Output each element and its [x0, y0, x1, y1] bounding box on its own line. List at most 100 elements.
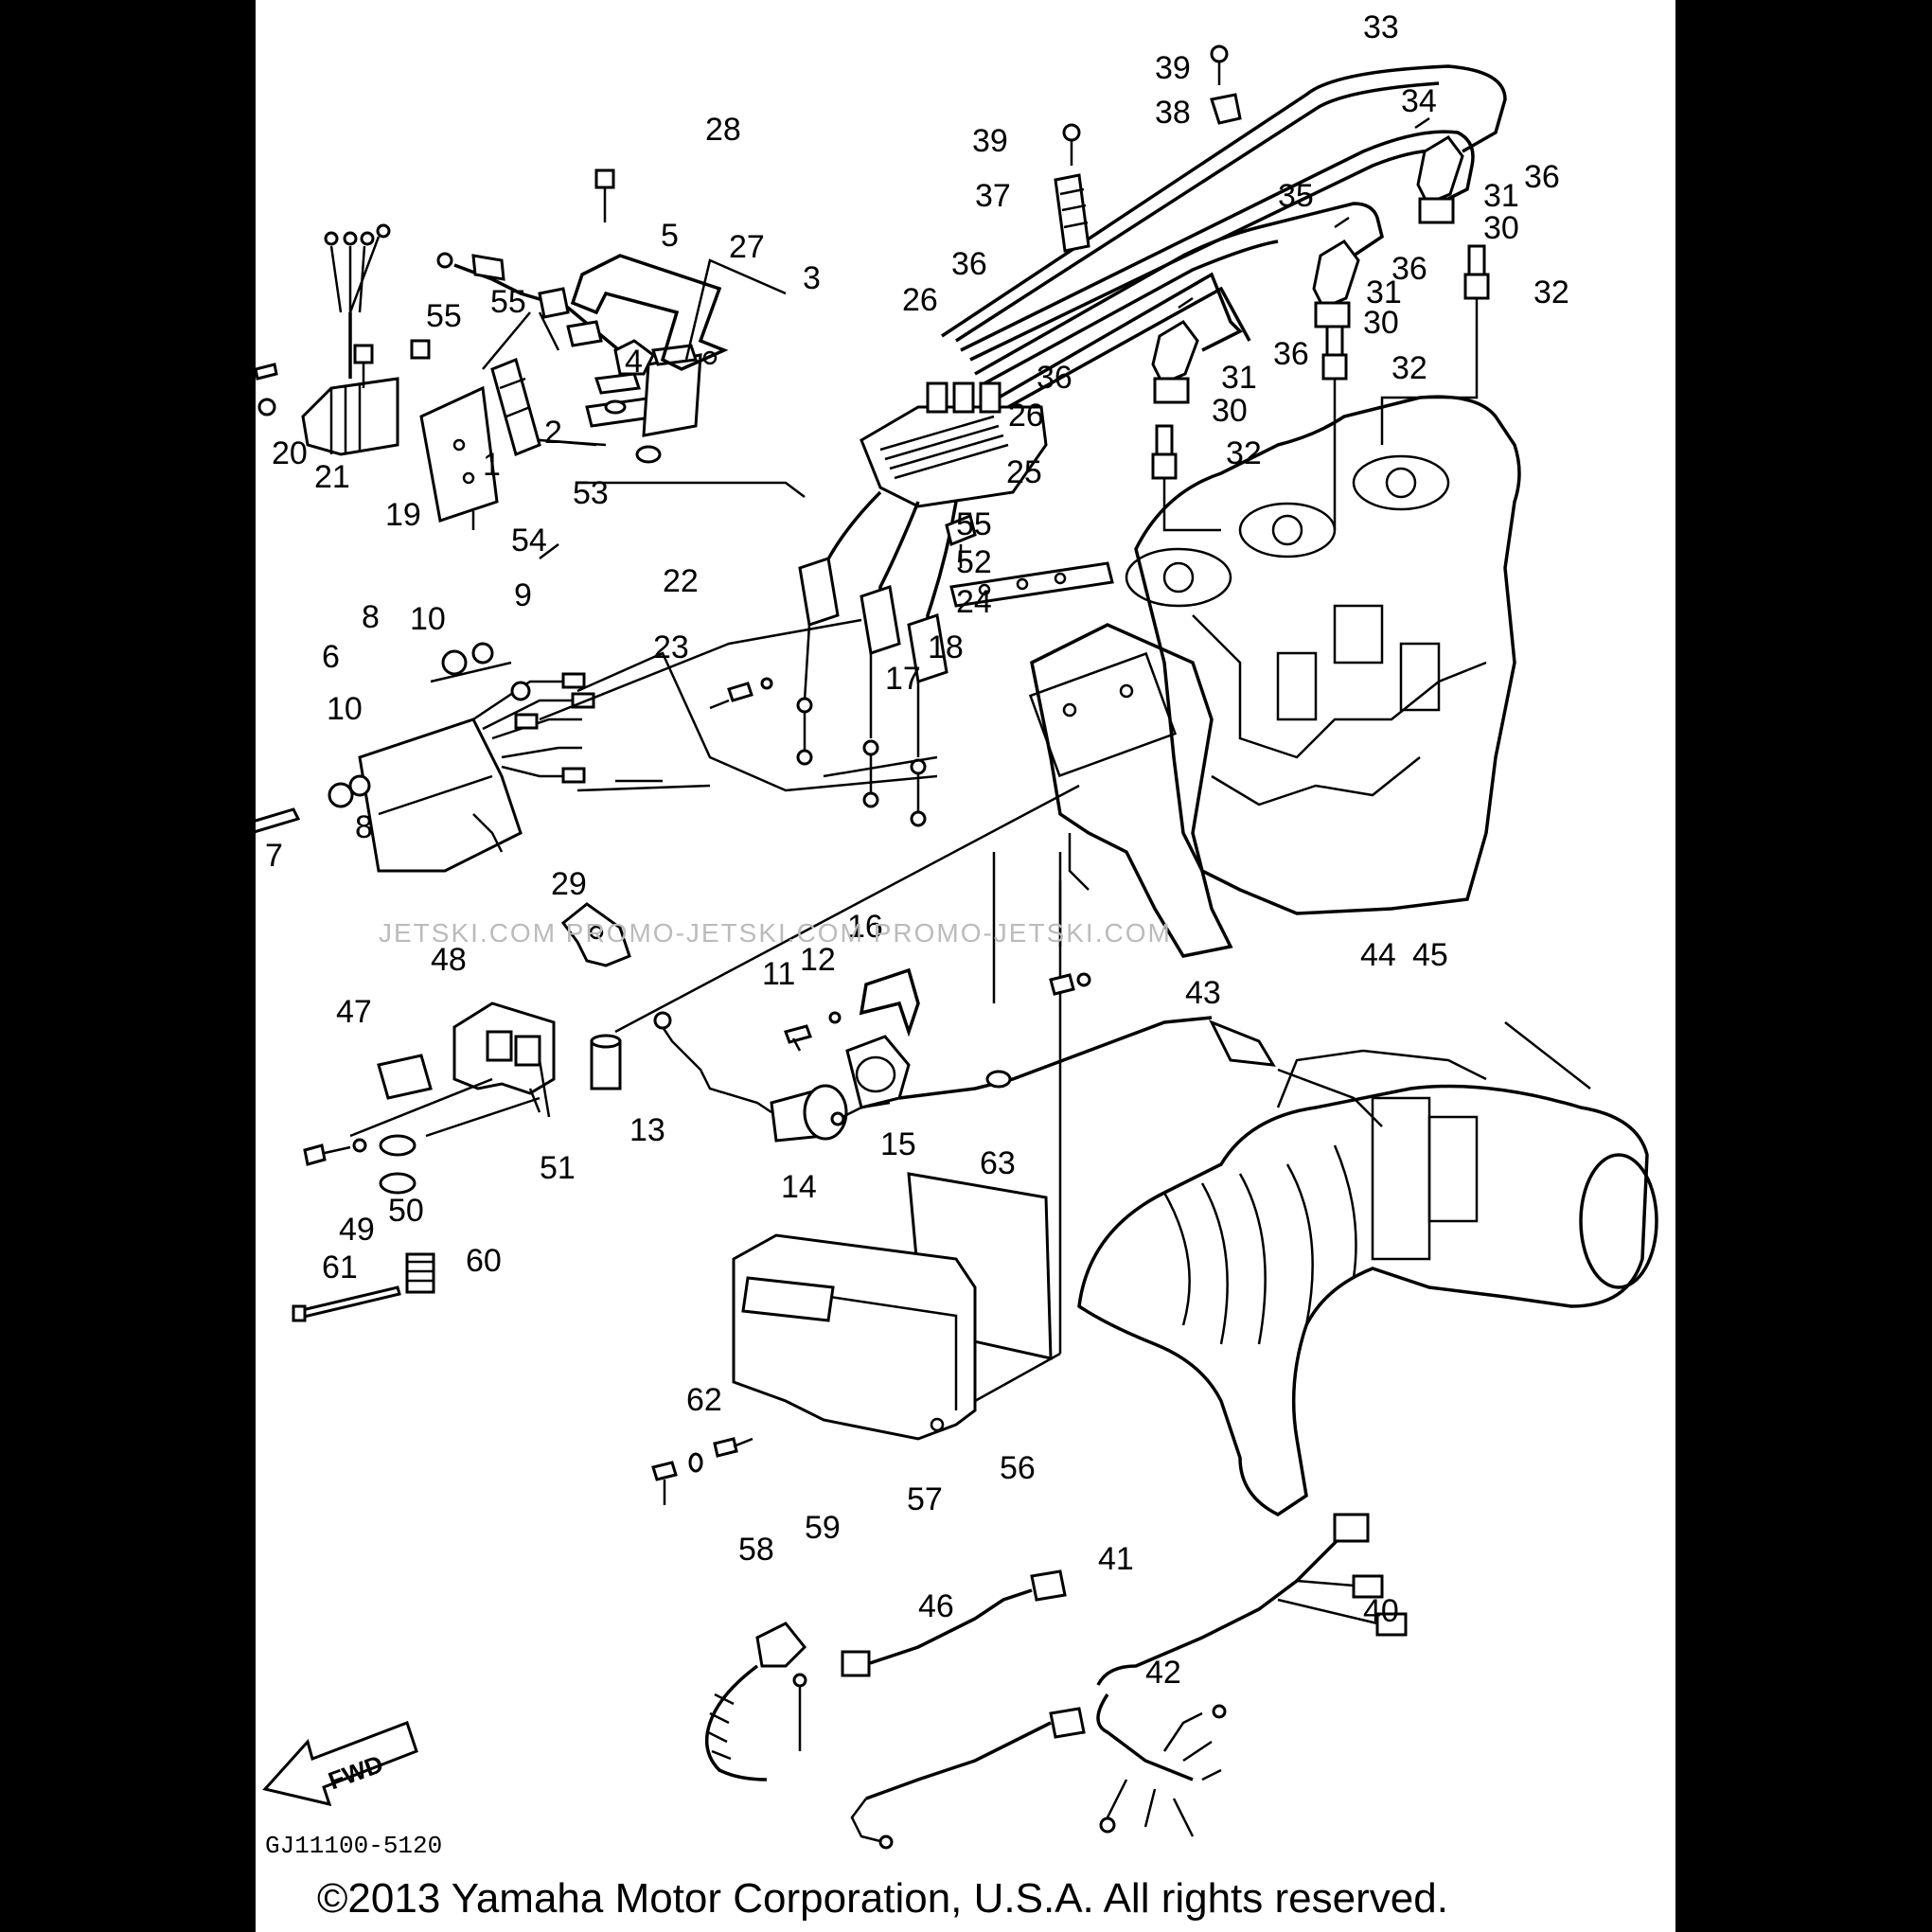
label-52: 52 [956, 544, 992, 580]
label-10b: 10 [410, 601, 446, 637]
cdi-unit [256, 642, 938, 873]
label-44: 44 [1360, 937, 1396, 973]
cable-43 [830, 972, 1383, 1127]
label-32c: 32 [1226, 435, 1262, 471]
wire-harnesses [841, 1513, 1408, 1850]
label-53: 53 [573, 475, 609, 511]
label-17: 17 [885, 661, 921, 697]
label-15: 15 [880, 1126, 916, 1162]
label-3: 3 [803, 260, 821, 296]
leads-and-fuse [436, 252, 702, 464]
cover-screws [651, 1437, 753, 1505]
drawing-code: GJ11100-5120 [265, 1832, 442, 1860]
label-8b: 8 [355, 809, 373, 845]
label-55c: 55 [956, 506, 992, 542]
label-31b: 31 [1366, 275, 1402, 310]
label-36a: 36 [1524, 159, 1560, 195]
label-24: 24 [956, 584, 992, 620]
label-49: 49 [339, 1212, 375, 1248]
label-18: 18 [928, 629, 964, 665]
label-2: 2 [544, 415, 562, 451]
label-41: 41 [1098, 1541, 1134, 1577]
label-12: 12 [800, 942, 836, 978]
rectifier-regulator [256, 223, 541, 523]
label-8a: 8 [362, 599, 380, 635]
bolts-and-gaskets [353, 339, 1114, 710]
label-20: 20 [272, 435, 308, 471]
label-14: 14 [781, 1169, 817, 1205]
label-9: 9 [514, 577, 532, 613]
label-26a: 26 [902, 282, 938, 318]
label-63: 63 [980, 1145, 1016, 1181]
label-61: 61 [322, 1250, 358, 1285]
label-39a: 39 [1155, 50, 1191, 86]
label-19: 19 [385, 497, 421, 533]
label-31a: 31 [1483, 178, 1519, 214]
lower-brackets [303, 902, 631, 1195]
leader-lines [425, 258, 1080, 1138]
label-55a: 55 [426, 298, 462, 334]
label-59: 59 [805, 1510, 841, 1546]
label-4: 4 [625, 344, 643, 380]
plug-caps [1151, 135, 1464, 404]
misc-parts-60-61 [292, 1252, 435, 1322]
label-1: 1 [483, 447, 501, 483]
copyright-notice: ©2013 Yamaha Motor Corporation, U.S.A. A… [317, 1875, 1448, 1922]
label-21: 21 [314, 459, 350, 495]
label-29: 29 [551, 866, 587, 902]
label-27: 27 [729, 229, 765, 265]
label-36c: 36 [1273, 336, 1309, 372]
label-39b: 39 [972, 123, 1008, 159]
label-32b: 32 [1391, 350, 1427, 386]
label-16: 16 [847, 909, 883, 945]
coil-bracket [570, 168, 729, 371]
label-35: 35 [1278, 178, 1314, 214]
label-47: 47 [336, 994, 372, 1030]
spark-plugs [1151, 244, 1490, 532]
callout-labels: 1 2 3 4 5 6 7 8 8 9 10 10 11 12 13 14 15… [265, 9, 1569, 1691]
high-tension-cords [941, 64, 1507, 409]
label-30c: 30 [1212, 393, 1248, 429]
label-55b: 55 [490, 284, 526, 320]
label-6: 6 [322, 639, 340, 675]
label-28: 28 [705, 112, 741, 148]
electrical-box [732, 852, 1062, 1441]
cord-holders [1054, 44, 1430, 310]
ignition-coil-assembly [796, 381, 1048, 827]
parts-diagram-sheet: 1 2 3 4 5 6 7 8 8 9 10 10 11 12 13 14 15… [256, 0, 1675, 1932]
label-48: 48 [431, 942, 467, 978]
fwd-arrow-icon: FWD [262, 1721, 418, 1807]
label-43: 43 [1185, 975, 1221, 1011]
cap-assembly-46 [704, 1622, 807, 1781]
label-62: 62 [686, 1382, 722, 1418]
engine-block [1125, 395, 1521, 915]
watermark-text: JETSKI.COM PROMO-JETSKI.COM PROMO-JETSKI… [379, 918, 1172, 948]
label-13: 13 [629, 1112, 665, 1148]
label-22: 22 [663, 563, 699, 599]
label-25: 25 [1006, 454, 1042, 490]
label-50: 50 [388, 1193, 424, 1229]
label-30a: 30 [1483, 210, 1519, 246]
label-51: 51 [540, 1150, 576, 1186]
label-36d: 36 [1037, 360, 1072, 396]
muffler [1077, 1021, 1658, 1517]
label-32a: 32 [1533, 275, 1569, 310]
label-46: 46 [918, 1588, 954, 1624]
label-40: 40 [1363, 1593, 1399, 1629]
label-36b: 36 [1391, 251, 1427, 287]
label-23: 23 [653, 629, 689, 665]
label-58: 58 [738, 1532, 774, 1568]
label-38: 38 [1155, 95, 1191, 131]
label-33: 33 [1363, 9, 1399, 45]
label-36e: 36 [951, 246, 987, 282]
label-30b: 30 [1363, 305, 1399, 341]
label-31c: 31 [1221, 360, 1257, 396]
label-26b: 26 [1008, 398, 1044, 434]
label-7: 7 [265, 838, 283, 874]
label-56: 56 [1000, 1450, 1036, 1486]
label-11: 11 [762, 956, 795, 992]
label-45: 45 [1412, 937, 1448, 973]
exploded-parts-diagram: 1 2 3 4 5 6 7 8 8 9 10 10 11 12 13 14 15… [256, 9, 1658, 1922]
label-42: 42 [1145, 1655, 1181, 1691]
label-54: 54 [511, 523, 547, 558]
